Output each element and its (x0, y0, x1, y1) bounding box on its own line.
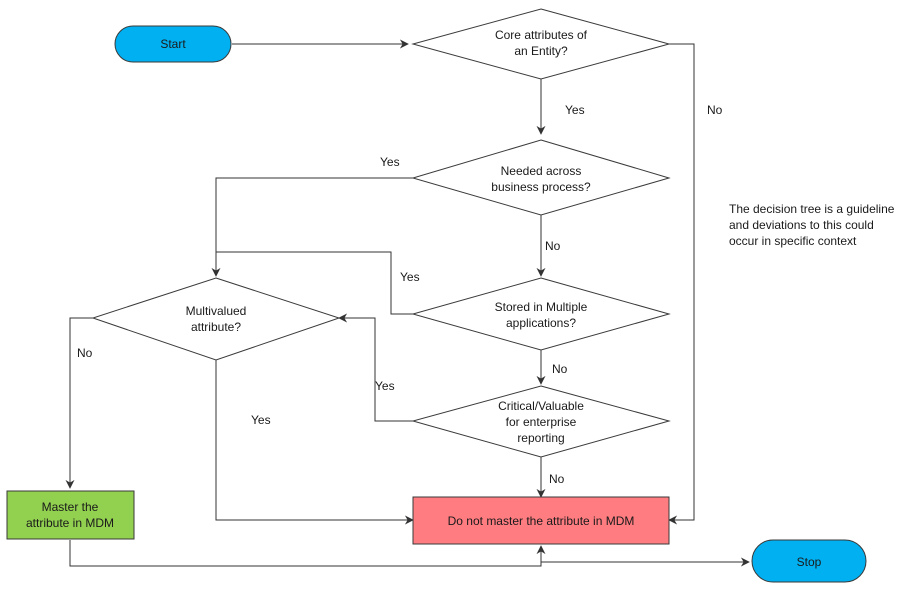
decision-multivalued-line-1: Multivalued (186, 304, 247, 318)
edge-critical-yes-to-multivalued (338, 313, 413, 422)
label-critical-no: No (549, 472, 565, 486)
note-line-1: The decision tree is a guideline (729, 202, 895, 216)
label-stored-yes: Yes (400, 270, 420, 284)
donot-label: Do not master the attribute in MDM (448, 514, 635, 528)
label-stored-no: No (552, 362, 568, 376)
master-line-2: attribute in MDM (26, 516, 114, 530)
label-core-no: No (707, 103, 723, 117)
process-do-not-master: Do not master the attribute in MDM (412, 496, 670, 545)
decision-critical-line-1: Critical/Valuable (498, 399, 584, 413)
decision-needed-across: Needed across business process? (411, 139, 671, 216)
decision-critical-line-2: for enterprise (506, 415, 577, 429)
label-core-yes: Yes (565, 103, 585, 117)
decision-multivalued-line-2: attribute? (191, 320, 241, 334)
stop-label: Stop (797, 555, 822, 569)
start-terminal: Start (114, 25, 232, 63)
label-needed-yes: Yes (380, 155, 400, 169)
note-line-3: occur in specific context (729, 234, 857, 248)
edge-multivalued-no-to-master (65, 317, 93, 489)
decision-needed-line-1: Needed across (501, 164, 582, 178)
guideline-note: The decision tree is a guideline and dev… (729, 202, 895, 248)
label-critical-yes: Yes (375, 379, 395, 393)
edge-needed-yes-to-multivalued (211, 177, 413, 277)
stop-terminal: Stop (751, 539, 867, 583)
decision-critical-line-3: reporting (517, 431, 564, 445)
start-label: Start (160, 37, 186, 51)
label-multivalued-no: No (77, 346, 93, 360)
edge-multivalued-yes-to-donot (215, 360, 414, 525)
master-line-1: Master the (42, 500, 99, 514)
decision-core-line-1: Core attributes of (495, 28, 588, 42)
label-multivalued-yes: Yes (251, 413, 271, 427)
decision-core-line-2: an Entity? (514, 44, 568, 58)
decision-needed-line-2: business process? (491, 180, 591, 194)
edge-master-to-stop (69, 540, 546, 567)
decision-core-attributes: Core attributes of an Entity? (411, 8, 671, 80)
decision-critical-valuable: Critical/Valuable for enterprise reporti… (411, 385, 671, 458)
decision-stored-line-1: Stored in Multiple (495, 300, 588, 314)
decision-stored-multiple: Stored in Multiple applications? (411, 277, 671, 351)
process-master-in-mdm: Master the attribute in MDM (6, 490, 135, 540)
edge-core-no-to-donot (668, 43, 695, 525)
decision-stored-line-2: applications? (506, 316, 576, 330)
note-line-2: and deviations to this could (729, 218, 874, 232)
label-needed-no: No (545, 239, 561, 253)
decision-multivalued: Multivalued attribute? (91, 277, 341, 361)
edge-stored-yes-to-multivalued (216, 251, 413, 315)
